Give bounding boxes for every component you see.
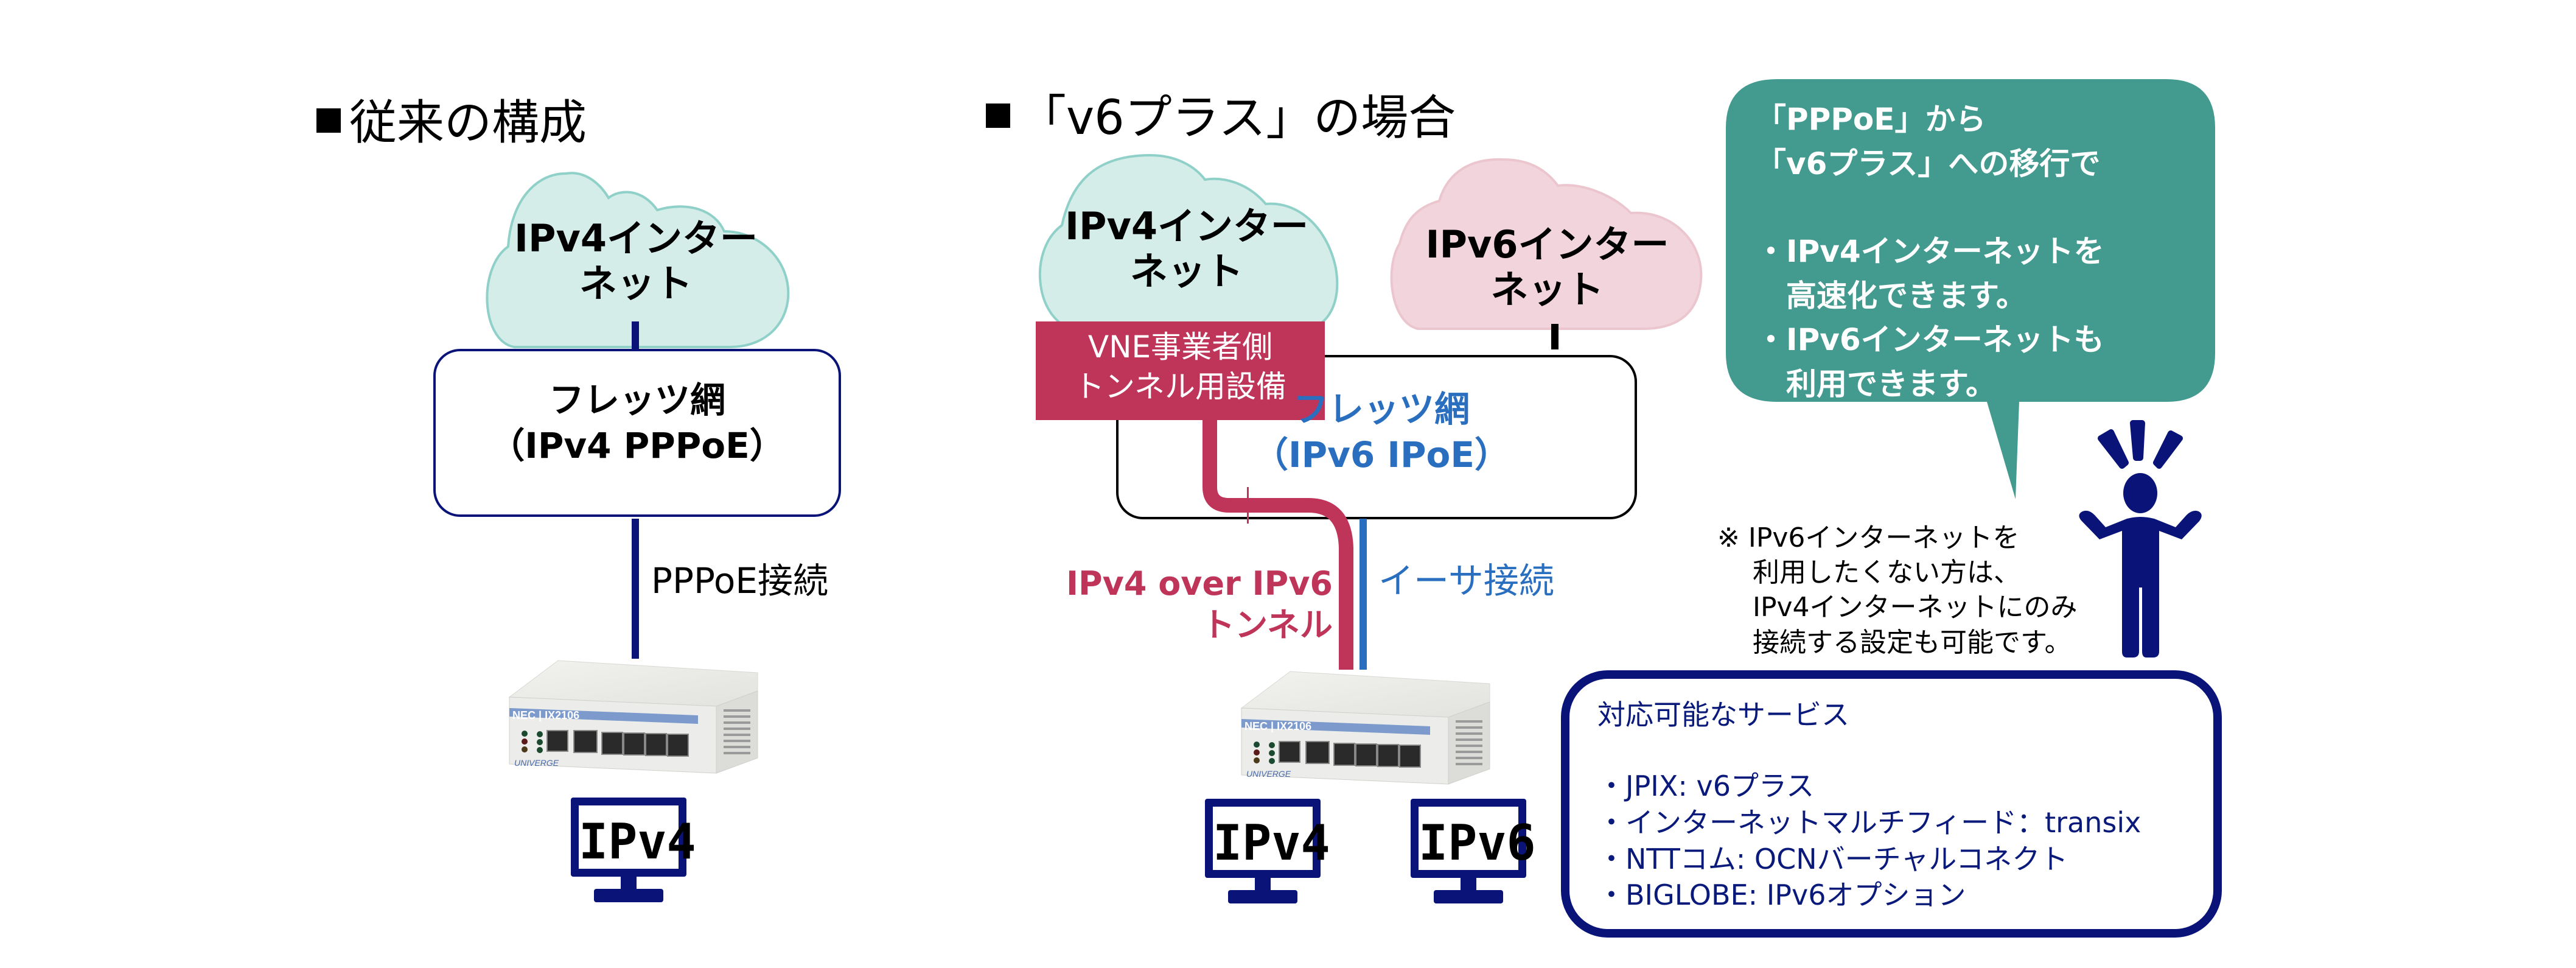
network-label-line1: フレッツ網 bbox=[1293, 388, 1470, 430]
v6plus-ipv4-cloud-label: IPv4インター ネット bbox=[1035, 204, 1339, 295]
v6plus-router-model: NEC | IX2106 bbox=[1244, 720, 1312, 732]
note-line: 利用したくない方は、 bbox=[1717, 557, 2020, 589]
legacy-client-label: IPv4 bbox=[579, 813, 696, 870]
bubble-spacer bbox=[1756, 186, 2104, 230]
services-heading: 対応可能なサービス bbox=[1597, 698, 1849, 731]
v6plus-title-text: 「v6プラス」の場合 bbox=[1019, 91, 1456, 146]
network-label-line1: フレッツ網 bbox=[548, 379, 725, 421]
ether-connection-line bbox=[1360, 519, 1367, 670]
tunnel-label-line2: トンネル bbox=[1202, 605, 1333, 644]
bubble-line: ・IPv4インターネットを bbox=[1756, 234, 2104, 269]
v6plus-router-series: UNIVERGE bbox=[1246, 769, 1291, 779]
service-item: ・NTTコム: OCNバーチャルコネクト bbox=[1597, 842, 2068, 875]
bubble-line: 利用できます。 bbox=[1756, 366, 1996, 402]
square-bullet-icon bbox=[986, 103, 1010, 128]
surprised-person-icon bbox=[2079, 420, 2202, 658]
vne-box-label: VNE事業者側 トンネル用設備 bbox=[1036, 328, 1325, 407]
speech-bubble bbox=[1726, 79, 2215, 499]
v6plus-ipv6-cloud bbox=[1390, 158, 1703, 330]
router-brand: NEC bbox=[512, 709, 536, 721]
service-item: ・BIGLOBE: IPv6オプション bbox=[1597, 879, 1966, 912]
cloud-label-line2: ネット bbox=[1490, 267, 1604, 312]
square-bullet-icon bbox=[316, 108, 341, 133]
legacy-network-box bbox=[433, 349, 841, 517]
vne-tunnel-equipment-box bbox=[1036, 321, 1325, 420]
service-item: ・インターネットマルチフィード：transix bbox=[1597, 805, 2141, 839]
cloud-label-line1: IPv6インター bbox=[1425, 222, 1669, 267]
services-list: ・JPIX: v6プラス ・インターネットマルチフィード：transix ・NT… bbox=[1597, 768, 2141, 914]
router-brand: NEC bbox=[1244, 720, 1268, 732]
ipv4-over-ipv6-tunnel-line bbox=[1202, 420, 1353, 670]
note-line: IPv4インターネットにのみ bbox=[1717, 592, 2078, 623]
vne-label-line1: VNE事業者側 bbox=[1087, 329, 1273, 365]
bubble-message: 「PPPoE」から 「v6プラス」への移行で ・IPv4インターネットを 高速化… bbox=[1756, 97, 2104, 406]
note-line: 接続する設定も可能です。 bbox=[1717, 626, 2072, 658]
legacy-cloud-link bbox=[632, 321, 639, 349]
router-model: IX2106 bbox=[545, 709, 580, 721]
legacy-cloud-label: IPv4インター ネット bbox=[487, 216, 785, 307]
bubble-line: 「v6プラス」への移行で bbox=[1756, 146, 2101, 181]
legacy-ipv4-cloud bbox=[486, 172, 790, 348]
service-item: ・JPIX: v6プラス bbox=[1597, 770, 1815, 802]
legacy-section-title: 従来の構成 bbox=[316, 99, 587, 147]
legacy-title-text: 従来の構成 bbox=[349, 96, 587, 150]
cloud-label-line1: IPv4インター bbox=[514, 216, 758, 261]
tunnel-tick bbox=[1247, 487, 1249, 524]
tunnel-label: IPv4 over IPv6 トンネル bbox=[1010, 563, 1333, 645]
cloud-label-line2: ネット bbox=[579, 261, 693, 306]
v6plus-ipv4-client-label: IPv4 bbox=[1213, 815, 1330, 871]
ipv6-cloud-link bbox=[1551, 324, 1559, 349]
services-box bbox=[1561, 670, 2222, 938]
router-model: IX2106 bbox=[1277, 720, 1312, 732]
bubble-line: 高速化できます。 bbox=[1756, 278, 2026, 314]
legacy-pppoe-line bbox=[632, 519, 639, 659]
network-label-line2: （IPv6 IPoE） bbox=[1252, 434, 1510, 476]
tunnel-label-line1: IPv4 over IPv6 bbox=[1066, 564, 1333, 603]
vne-label-line2: トンネル用設備 bbox=[1074, 369, 1286, 404]
cloud-label-line2: ネット bbox=[1129, 249, 1243, 294]
cloud-label-line1: IPv4インター bbox=[1064, 204, 1309, 248]
ipv4-only-note: ※ IPv6インターネットを 利用したくない方は、 IPv4インターネットにのみ… bbox=[1717, 521, 2078, 660]
network-label-line2: （IPv4 PPPoE） bbox=[489, 425, 785, 467]
v6plus-ipv4-cloud bbox=[1038, 153, 1339, 330]
v6plus-network-label: フレッツ網 （IPv6 IPoE） bbox=[1211, 387, 1552, 479]
bubble-line: ・IPv6インターネットも bbox=[1756, 322, 2104, 357]
legacy-router-model: NEC | IX2106 bbox=[512, 709, 580, 721]
v6plus-ipv6-client-label: IPv6 bbox=[1419, 815, 1536, 871]
legacy-router-series: UNIVERGE bbox=[514, 758, 559, 768]
pppoe-connection-label: PPPoE接続 bbox=[651, 560, 828, 601]
v6plus-ipv6-cloud-label: IPv6インター ネット bbox=[1394, 222, 1701, 313]
legacy-network-label: フレッツ網 （IPv4 PPPoE） bbox=[435, 377, 840, 469]
ether-connection-label: イーサ接続 bbox=[1378, 560, 1554, 601]
v6plus-section-title: 「v6プラス」の場合 bbox=[986, 94, 1456, 142]
bubble-line: 「PPPoE」から bbox=[1756, 102, 1986, 137]
note-line: ※ IPv6インターネットを bbox=[1717, 522, 2020, 553]
